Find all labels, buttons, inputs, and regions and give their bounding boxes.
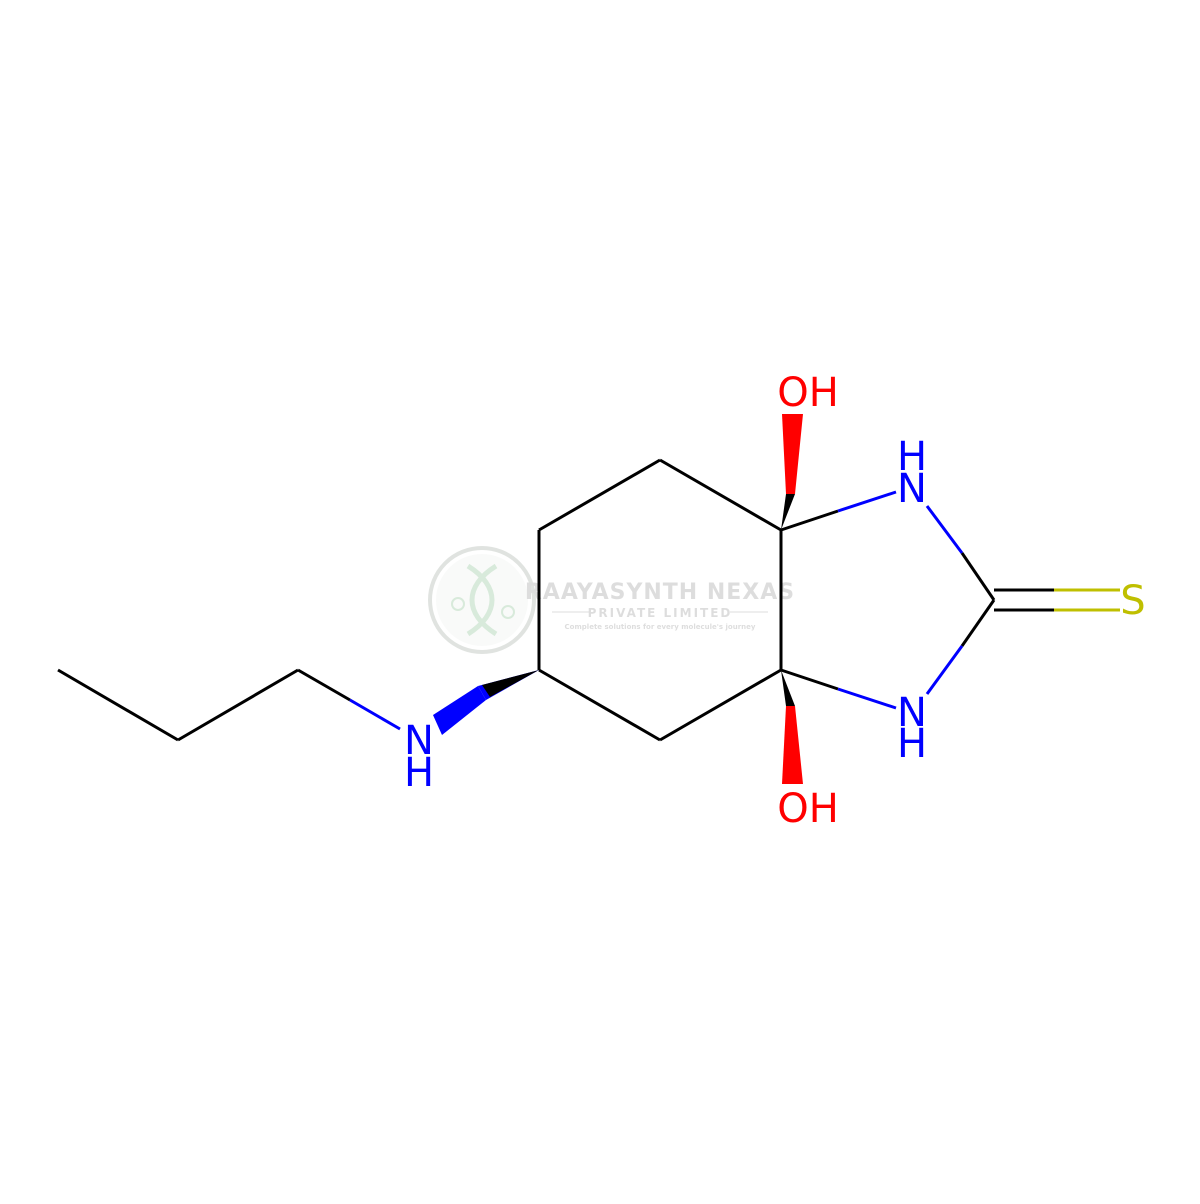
bond-c7a-n3-blue [837,687,897,710]
atom-label-nh-bottom-h: H [897,721,927,767]
wedge-bond-bottom-oh-red [782,706,803,784]
bond-ring-c3-c3a [659,458,782,532]
watermark-hex-icon-left [451,597,465,611]
atom-label-sulfur: S [1120,578,1145,624]
atom-label-nh-top-n: N [897,466,927,512]
wedge-bond-top-oh-red [782,414,803,494]
watermark-logo-disc [436,554,528,646]
bond-propyl-c1-c2 [57,668,179,742]
atom-label-amine-n: N [404,718,434,764]
watermark: RAAYASYNTH NEXAS PRIVATE LIMITED Complet… [428,546,795,654]
bond-n1-c2-blue [925,505,964,554]
wedge-bond-bottom-oh-black [781,670,795,706]
watermark-hex-icon-right [501,605,515,619]
watermark-logo-ring [428,546,536,654]
bond-ring-c4-c3 [538,458,661,532]
atom-label-amine-h: H [404,750,434,796]
wedge-bond-c5-amine-N-end [433,686,486,735]
atom-label-oh-top: OH [777,370,839,416]
bond-ring-c6-c5 [538,668,661,742]
watermark-dna-icon [466,563,498,637]
bond-c3a-n1-blue [837,490,897,513]
watermark-tagline: Complete solutions for every molecule's … [565,623,756,631]
atom-label-nh-top-h: H [897,434,927,480]
watermark-title: RAAYASYNTH NEXAS [525,580,795,605]
bond-c3a-n1-black [780,509,839,532]
atom-label-oh-bottom: OH [777,786,839,832]
atom-label-nh-bottom-n: N [897,690,927,736]
bond-propyl-c2-c3 [177,668,299,742]
bond-c2-n3-black [960,599,996,647]
watermark-subtitle: PRIVATE LIMITED [588,606,733,620]
bond-ring-c7a-c6 [659,668,782,742]
bond-c2-n3-blue [925,645,964,695]
bond-c7a-n3-black [780,668,839,691]
bond-propyl-c3-n-black [297,668,351,702]
bond-propyl-c3-n-blue [349,698,401,731]
wedge-bond-c5-amine-black [482,670,539,697]
wedge-bond-top-oh-black [781,494,795,530]
bond-n1-c2-black [960,552,996,601]
